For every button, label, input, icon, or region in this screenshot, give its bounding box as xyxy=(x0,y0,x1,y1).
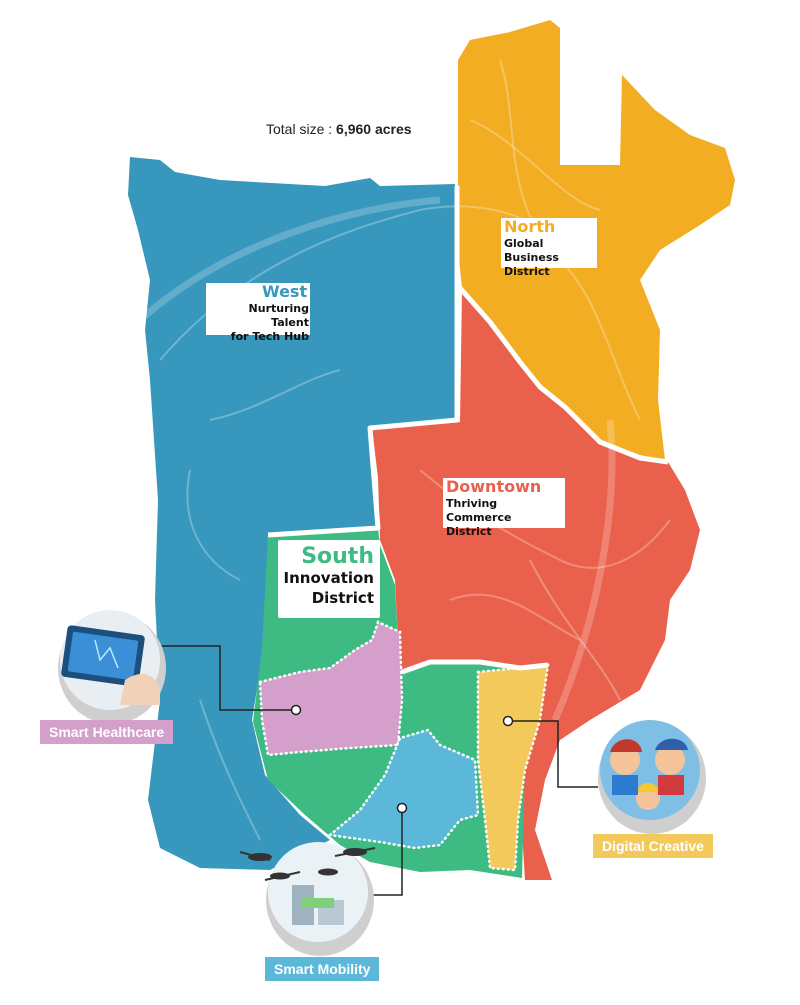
healthcare-zone xyxy=(258,620,404,757)
creative-leader-line xyxy=(508,720,598,788)
downtown-district-subtitle: Thriving Commerce District xyxy=(446,497,564,539)
cartoon-characters-photo-icon xyxy=(598,720,706,834)
tablet-photo-icon xyxy=(58,610,166,724)
north-district-name: North xyxy=(504,217,556,236)
south-district-name: South xyxy=(301,544,374,569)
downtown-label-box xyxy=(443,478,565,528)
west-label-box xyxy=(206,283,310,335)
smart-mobility-badge: Smart Mobility xyxy=(265,957,380,981)
north-label-box xyxy=(501,218,597,268)
north-subtitle-line-1: Global Business xyxy=(504,237,559,264)
mobility-marker xyxy=(396,802,408,814)
total-size: Total size : 6,960 acres xyxy=(266,121,412,137)
downtown-subtitle-line-1: Thriving Commerce xyxy=(446,497,512,524)
south-subtitle-line-1: Innovation xyxy=(283,569,374,587)
total-size-value: 6,960 acres xyxy=(336,121,412,137)
healthcare-marker xyxy=(290,704,302,716)
north-subtitle-line-2: District xyxy=(504,265,550,278)
creative-marker xyxy=(502,715,514,727)
west-district-name: West xyxy=(262,282,308,301)
smart-healthcare-badge: Smart Healthcare xyxy=(40,720,174,744)
downtown-district-name: Downtown xyxy=(446,477,542,496)
west-district-area xyxy=(128,157,457,870)
west-subtitle-line-1: Nurturing Talent xyxy=(248,302,309,329)
total-size-label: Total size : xyxy=(266,121,333,137)
drone-photo-icon xyxy=(239,842,376,956)
digital-creative-badge: Digital Creative xyxy=(593,834,713,858)
mobility-zone xyxy=(327,728,480,850)
healthcare-leader-line xyxy=(160,645,296,711)
downtown-district-area xyxy=(372,290,700,880)
south-subtitle-line-2: District xyxy=(311,589,374,607)
north-district-subtitle: Global Business District xyxy=(504,237,596,279)
west-district-subtitle: Nurturing Talent for Tech Hub xyxy=(209,302,309,344)
south-label-box: South Innovation District xyxy=(278,540,380,618)
downtown-subtitle-line-2: District xyxy=(446,525,492,538)
mobility-leader-line xyxy=(370,808,403,896)
west-subtitle-line-2: for Tech Hub xyxy=(230,330,309,343)
creative-zone xyxy=(476,663,550,872)
